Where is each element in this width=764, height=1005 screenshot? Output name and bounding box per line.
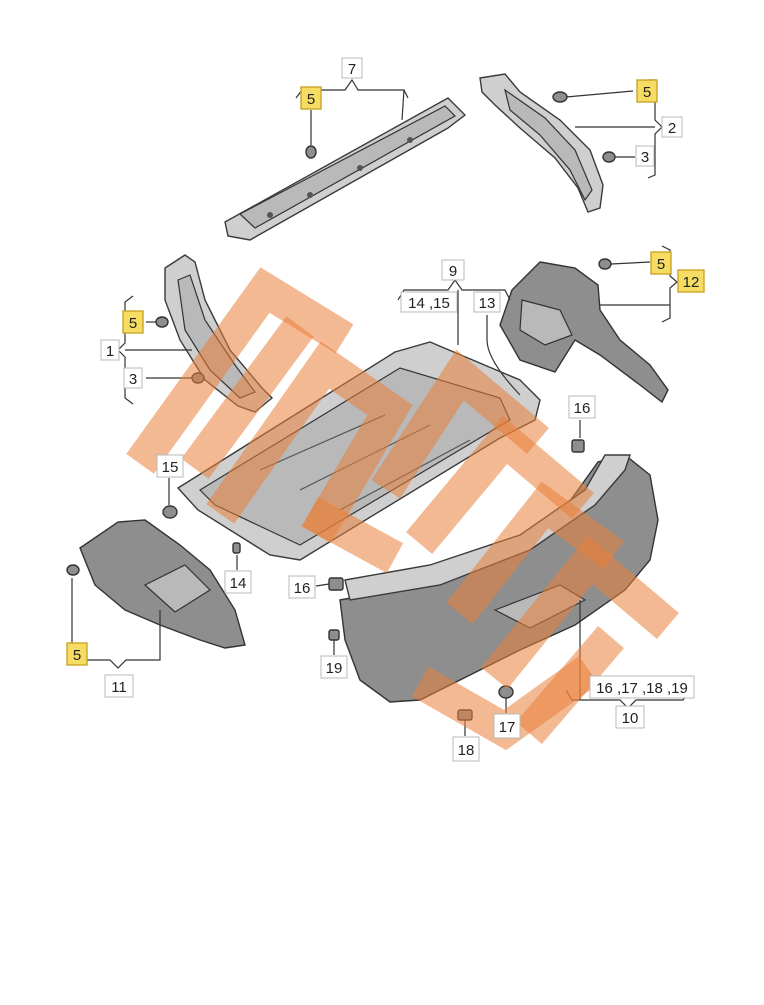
callout-14-15-text: 14 ,15 (408, 295, 450, 312)
callout-16-17-18-19-text: 16 ,17 ,18 ,19 (596, 680, 688, 697)
callout-3-left-text: 3 (129, 371, 137, 388)
callout-1-text: 1 (106, 343, 114, 360)
callout-14-text: 14 (230, 575, 247, 592)
callout-19[interactable]: 19 (320, 655, 348, 679)
callout-17-text: 17 (499, 719, 516, 736)
callout-5-quarter[interactable]: 5 (650, 251, 672, 275)
right-pillar-trim-part (479, 73, 604, 213)
callout-5-left-text: 5 (129, 315, 137, 332)
clip-quarter-5 (598, 258, 612, 270)
callout-5-right-text: 5 (643, 84, 651, 101)
callout-10-text: 10 (622, 710, 639, 727)
callout-7-text: 7 (348, 61, 356, 78)
callout-16-top-text: 16 (574, 400, 591, 417)
clip-19 (328, 629, 340, 641)
callout-11-text: 11 (111, 679, 127, 696)
callout-12-text: 12 (683, 274, 700, 291)
right-quarter-trim-part (499, 261, 669, 404)
callout-2[interactable]: 2 (661, 116, 683, 138)
clip-17 (498, 685, 514, 699)
callout-18-text: 18 (458, 742, 475, 759)
callout-1[interactable]: 1 (100, 339, 120, 361)
clip-lower-left-5 (66, 564, 80, 576)
callout-5-left[interactable]: 5 (122, 310, 144, 334)
clip-16-top (571, 439, 585, 453)
clip-14 (232, 542, 241, 554)
callout-10[interactable]: 10 (615, 705, 645, 729)
callout-15[interactable]: 15 (156, 454, 184, 478)
callout-13-text: 13 (479, 295, 496, 312)
callout-3-right[interactable]: 3 (635, 145, 655, 167)
callout-13[interactable]: 13 (473, 291, 501, 313)
callout-7[interactable]: 7 (341, 57, 363, 79)
callout-11[interactable]: 11 (104, 674, 134, 698)
callout-16-top[interactable]: 16 (568, 395, 596, 419)
callout-18[interactable]: 18 (452, 736, 480, 762)
callout-5-lower-left-text: 5 (73, 647, 81, 664)
callout-9-text: 9 (449, 263, 457, 280)
clip-right-top (552, 91, 568, 103)
left-lower-trim-part (79, 519, 246, 649)
callout-17[interactable]: 17 (493, 713, 521, 739)
callout-14[interactable]: 14 (224, 570, 252, 594)
callout-12[interactable]: 12 (677, 269, 705, 293)
callout-3-right-text: 3 (641, 149, 649, 166)
callout-16-17-18-19[interactable]: 16 ,17 ,18 ,19 (589, 675, 695, 699)
callout-3-left[interactable]: 3 (123, 367, 143, 389)
rear-rail-trim-part (224, 97, 467, 241)
callout-16-mid[interactable]: 16 (288, 575, 316, 599)
callout-9[interactable]: 9 (441, 259, 465, 281)
callout-5-right[interactable]: 5 (636, 79, 658, 103)
callout-2-text: 2 (668, 120, 676, 137)
clip-left-5 (155, 316, 169, 328)
watermark-logo (126, 267, 679, 751)
clip-5-top (305, 145, 317, 159)
callout-5-top[interactable]: 5 (300, 86, 322, 110)
callout-14-15[interactable]: 14 ,15 (400, 291, 458, 313)
callout-5-top-text: 5 (307, 91, 315, 108)
clip-right-3 (602, 151, 616, 163)
callout-16-mid-text: 16 (294, 580, 311, 597)
clip-15 (162, 505, 178, 519)
callout-15-text: 15 (162, 459, 179, 476)
callout-5-quarter-text: 5 (657, 256, 665, 273)
clip-16-mid (328, 577, 344, 591)
callout-5-lower-left[interactable]: 5 (66, 642, 88, 666)
callout-19-text: 19 (326, 660, 343, 677)
